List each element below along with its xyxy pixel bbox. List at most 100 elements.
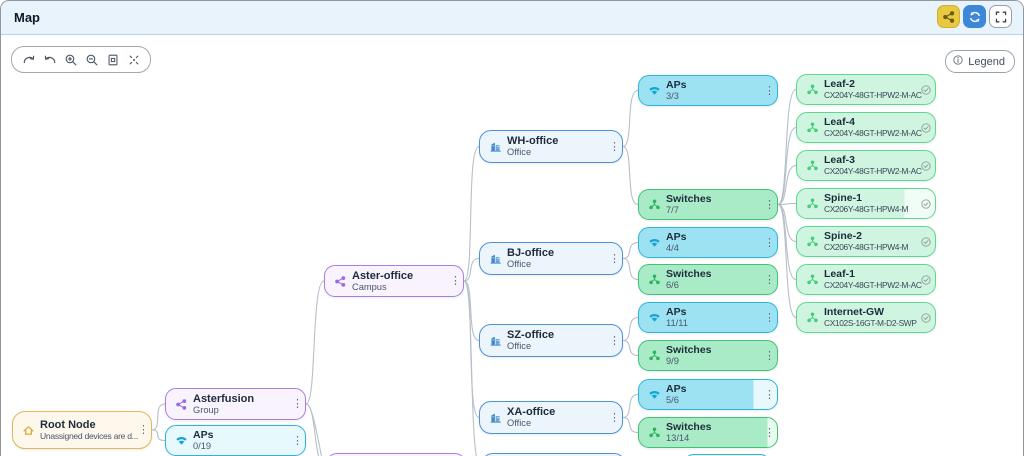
network-tree-light-icon <box>805 159 819 173</box>
node-menu-icon[interactable]: ⋮ <box>609 252 620 265</box>
toolbar-fit-view-button[interactable] <box>103 50 122 69</box>
edge <box>777 203 797 319</box>
node-menu-icon[interactable]: ⋮ <box>764 198 775 211</box>
node-subtitle: 11/11 <box>666 318 688 328</box>
edge <box>463 145 480 282</box>
edge <box>622 145 639 206</box>
topology-view-button[interactable] <box>937 5 960 28</box>
node-menu-icon[interactable]: ⋮ <box>609 411 620 424</box>
node-menu-icon[interactable]: ⋮ <box>609 334 620 347</box>
status-ok-icon <box>920 160 932 172</box>
edge <box>463 257 480 282</box>
toolbar-redo-button[interactable] <box>19 50 38 69</box>
zoom-out-icon <box>85 53 99 67</box>
node-menu-icon[interactable]: ⋮ <box>764 388 775 401</box>
status-ok-icon <box>920 312 932 324</box>
node-menu-icon[interactable]: ⋮ <box>609 140 620 153</box>
node-subtitle: Office <box>507 341 532 351</box>
network-tree-icon <box>647 349 661 363</box>
status-ok-icon <box>920 84 932 96</box>
building-icon <box>488 252 502 266</box>
node-title: APs <box>193 429 214 441</box>
node-subtitle: 9/9 <box>666 356 679 366</box>
legend-label: Legend <box>968 55 1005 68</box>
node-subtitle: 4/4 <box>666 243 679 253</box>
edge <box>777 203 797 243</box>
refresh-button[interactable] <box>963 5 986 28</box>
wifi-icon <box>647 311 661 325</box>
wifi-icon <box>647 84 661 98</box>
node-title: Leaf-4 <box>824 116 855 128</box>
node-menu-icon[interactable]: ⋮ <box>764 273 775 286</box>
node-model: CX204Y-48GT-HPW2-M-AC <box>824 166 922 176</box>
wifi-icon <box>647 388 661 402</box>
edge <box>622 316 639 342</box>
node-subtitle: Office <box>507 147 532 157</box>
node-title: Spine-2 <box>824 230 862 242</box>
node-menu-icon[interactable]: ⋮ <box>450 275 461 287</box>
zoom-in-icon <box>64 53 78 67</box>
network-tree-icon <box>647 198 661 212</box>
share-nodes-icon <box>333 274 347 288</box>
toolbar-center-view-button[interactable] <box>124 50 143 69</box>
node-menu-icon[interactable]: ⋮ <box>764 426 775 439</box>
node-model: CX204Y-48GT-HPW2-M-AC <box>824 90 922 100</box>
toolbar-undo-button[interactable] <box>40 50 59 69</box>
node-menu-icon[interactable]: ⋮ <box>764 236 775 249</box>
fullscreen-button[interactable] <box>989 5 1012 28</box>
legend-button[interactable]: Legend <box>945 50 1015 73</box>
node-title: SZ-office <box>507 329 555 341</box>
node-menu-icon[interactable]: ⋮ <box>764 84 775 97</box>
network-tree-light-icon <box>805 197 819 211</box>
fullscreen-icon <box>994 10 1008 24</box>
header-actions <box>937 5 1012 28</box>
network-tree-light-icon <box>805 311 819 325</box>
edge <box>777 88 797 206</box>
share-nodes-icon <box>174 397 188 411</box>
node-menu-icon[interactable]: ⋮ <box>764 311 775 324</box>
network-tree-light-icon <box>805 273 819 287</box>
edge <box>777 164 797 206</box>
toolbar-zoom-in-button[interactable] <box>61 50 80 69</box>
node-menu-icon[interactable]: ⋮ <box>138 424 149 436</box>
node-menu-icon[interactable]: ⋮ <box>292 398 303 410</box>
node-title: APs <box>666 383 687 395</box>
edge <box>463 280 480 342</box>
edge <box>622 393 639 419</box>
node-title: Spine-1 <box>824 192 862 204</box>
node-menu-icon[interactable]: ⋮ <box>764 349 775 362</box>
node-menu-icon[interactable]: ⋮ <box>292 434 303 447</box>
edge <box>305 403 323 456</box>
toolbar-zoom-out-button[interactable] <box>82 50 101 69</box>
